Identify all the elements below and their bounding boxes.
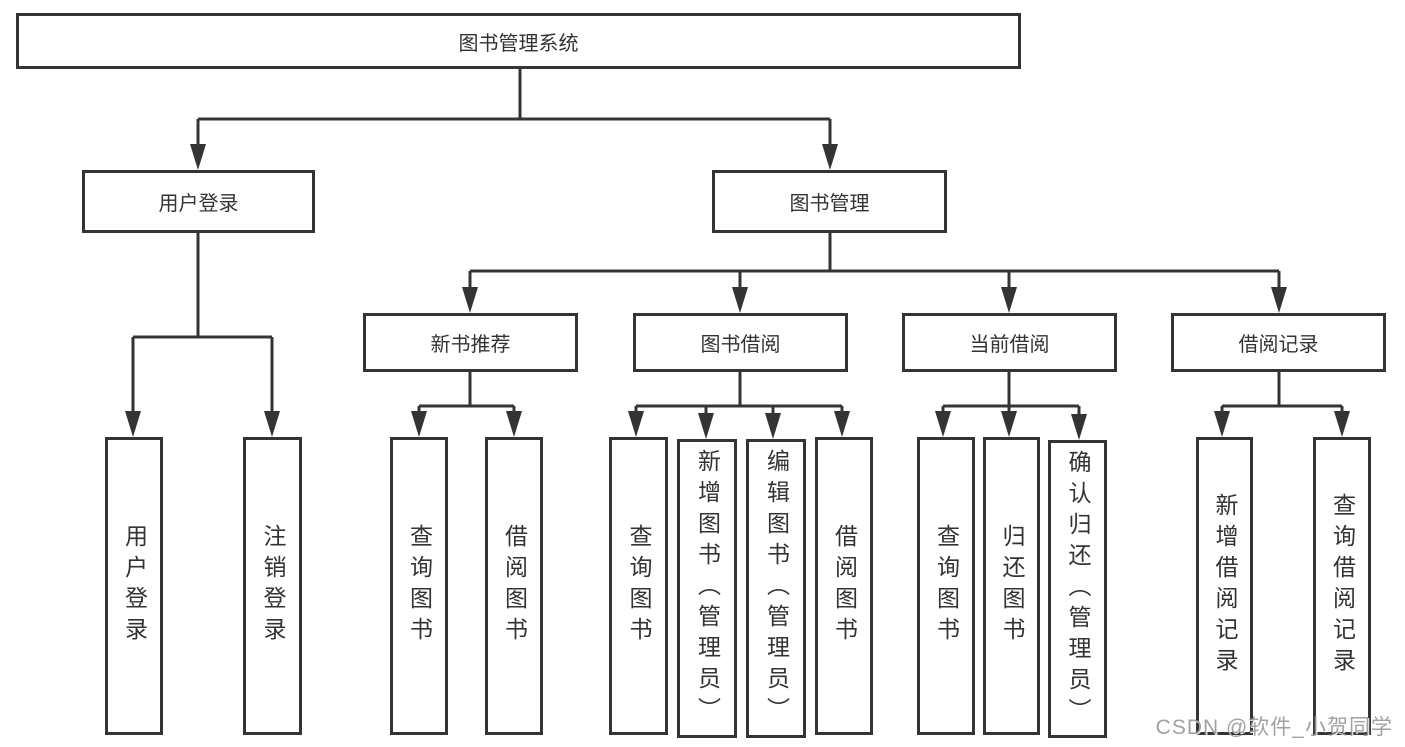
arrowhead (822, 144, 838, 170)
leaf-borrow-borrow-books: 借阅图书 (815, 437, 873, 735)
node-book-management: 图书管理 (712, 170, 947, 233)
arrowhead (506, 411, 522, 437)
arrowhead (1001, 411, 1017, 437)
node-book-borrow: 图书借阅 (633, 313, 848, 372)
arrowhead (1214, 411, 1230, 437)
connector-new-book-to-leaves (417, 372, 516, 413)
arrowhead (1334, 411, 1350, 437)
arrowhead (411, 411, 427, 437)
connector-user-login-to-leaves (131, 233, 274, 413)
arrowhead (1071, 414, 1087, 440)
arrowhead (628, 411, 644, 437)
node-user-login: 用户登录 (82, 170, 315, 233)
arrowhead (834, 411, 850, 437)
leaf-records-add-borrow-record: 新增借阅记录 (1196, 437, 1253, 735)
arrowhead (935, 411, 951, 437)
node-root-library-system: 图书管理系统 (16, 13, 1021, 69)
leaf-current-return-books: 归还图书 (983, 437, 1040, 735)
leaf-user-login: 用户登录 (105, 437, 163, 735)
node-current-borrow: 当前借阅 (902, 313, 1117, 372)
leaf-borrow-edit-books-admin: 编辑图书（管理员） (746, 439, 806, 738)
arrowhead (264, 411, 280, 437)
leaf-recommend-borrow-books: 借阅图书 (485, 437, 543, 735)
arrowhead (1001, 287, 1017, 313)
arrowheads (125, 144, 1350, 440)
arrowhead (190, 144, 206, 170)
arrowhead (1271, 287, 1287, 313)
leaf-borrow-add-books-admin: 新增图书（管理员） (677, 439, 737, 738)
leaf-records-query-borrow-record: 查询借阅记录 (1313, 437, 1371, 735)
connector-book-mgmt-to-level3 (468, 233, 1281, 289)
arrowhead (732, 287, 748, 313)
arrowhead (765, 413, 781, 439)
arrowhead (125, 411, 141, 437)
arrowhead (462, 287, 478, 313)
node-new-book-recommend: 新书推荐 (363, 313, 578, 372)
leaf-logout-login: 注销登录 (243, 437, 302, 735)
csdn-watermark: CSDN @软件_小贺同学 (1155, 716, 1393, 739)
connector-current-borrow-to-leaves (941, 372, 1081, 416)
leaf-borrow-query-books: 查询图书 (609, 437, 668, 735)
connector-book-borrow-to-leaves (634, 372, 844, 415)
leaf-current-confirm-return-admin: 确认归还（管理员） (1048, 440, 1107, 738)
connector-root-to-level2 (196, 69, 832, 146)
leaf-current-query-books: 查询图书 (917, 437, 975, 735)
node-borrow-records: 借阅记录 (1171, 313, 1386, 372)
leaf-recommend-query-books: 查询图书 (390, 437, 448, 735)
arrowhead (698, 413, 714, 439)
connector-borrow-records-to-leaves (1220, 372, 1344, 413)
